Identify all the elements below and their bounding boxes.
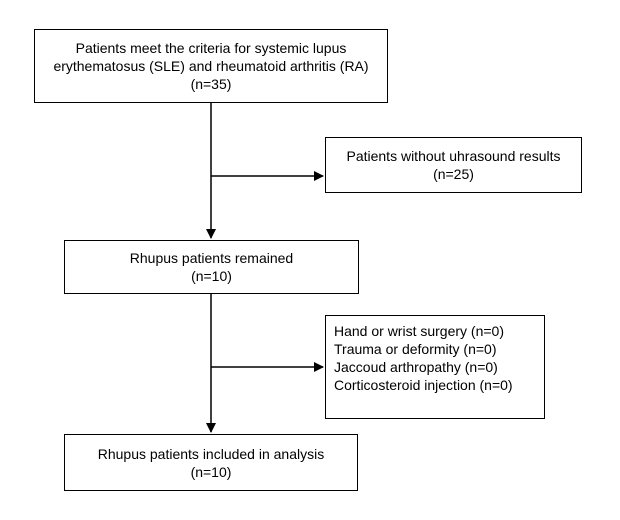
eligibility-count: (n=35) xyxy=(190,76,232,92)
eligibility-text-line-1: Patients meet the criteria for systemic … xyxy=(75,40,347,56)
exclusion-no-ultrasound-box: Patients without uhrasound results (n=25… xyxy=(325,137,582,193)
exclusion-hand-wrist-surgery: Hand or wrist surgery (n=0) xyxy=(334,323,505,339)
remaining-patients-count: (n=10) xyxy=(191,268,232,284)
exclusion-criteria-box: Hand or wrist surgery (n=0) Trauma or de… xyxy=(325,315,545,419)
exclusion-no-ultrasound-label: Patients without uhrasound results xyxy=(346,148,561,164)
remaining-patients-label: Rhupus patients remained xyxy=(129,250,294,266)
exclusion-corticosteroid-injection: Corticosteroid injection (n=0) xyxy=(334,377,513,393)
analysis-count: (n=10) xyxy=(190,463,232,480)
analysis-box: Rhupus patients included in analysis (n=… xyxy=(64,434,358,491)
remaining-patients-box: Rhupus patients remained (n=10) xyxy=(64,240,359,294)
exclusion-jaccoud-arthropathy: Jaccoud arthropathy (n=0) xyxy=(334,359,498,375)
exclusion-trauma-deformity: Trauma or deformity (n=0) xyxy=(334,341,497,357)
eligibility-box: Patients meet the criteria for systemic … xyxy=(34,29,388,103)
analysis-label: Rhupus patients included in analysis xyxy=(97,445,325,462)
eligibility-text-line-2: erythematosus (SLE) and rheumatoid arthr… xyxy=(53,58,369,74)
exclusion-no-ultrasound-count: (n=25) xyxy=(433,166,474,182)
